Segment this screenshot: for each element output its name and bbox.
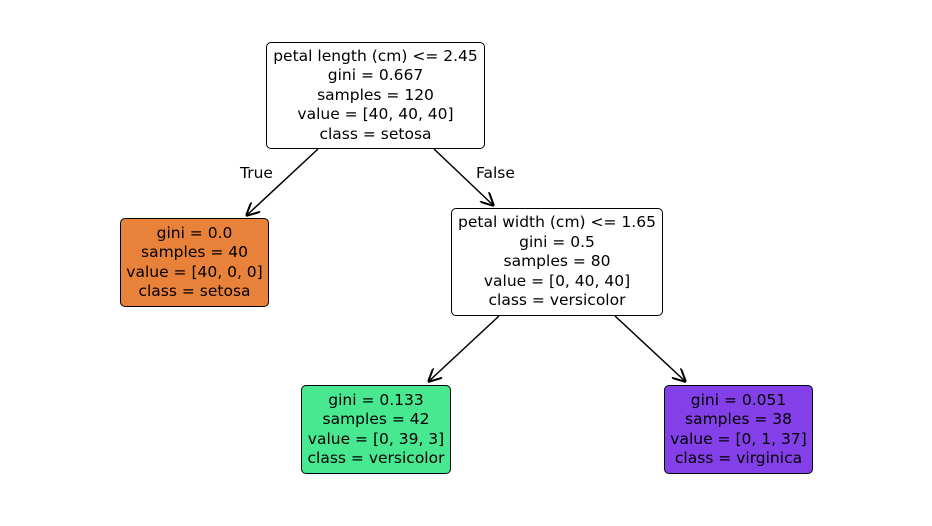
edge-label-true: True bbox=[240, 164, 273, 182]
node-value: value = [0, 39, 3] bbox=[307, 429, 445, 448]
tree-node-right-right-leaf: gini = 0.051 samples = 38 value = [0, 1,… bbox=[664, 385, 813, 474]
tree-node-root: petal length (cm) <= 2.45 gini = 0.667 s… bbox=[266, 42, 485, 149]
node-class: class = setosa bbox=[319, 124, 432, 143]
node-value: value = [40, 0, 0] bbox=[126, 262, 263, 281]
node-class: class = setosa bbox=[138, 282, 251, 300]
edge-root-to-right bbox=[433, 148, 494, 206]
edge-root-to-left bbox=[246, 148, 319, 216]
node-value: value = [40, 40, 40] bbox=[297, 105, 454, 124]
node-gini: gini = 0.051 bbox=[690, 390, 787, 409]
node-class: class = virginica bbox=[674, 449, 803, 467]
node-condition: petal width (cm) <= 1.65 bbox=[458, 213, 656, 232]
node-condition: petal length (cm) <= 2.45 bbox=[273, 46, 478, 65]
edge-right-to-right-left bbox=[428, 315, 500, 382]
edge-right-to-right-right bbox=[614, 315, 686, 382]
node-gini: gini = 0.667 bbox=[327, 66, 424, 85]
node-samples: samples = 80 bbox=[503, 252, 611, 271]
node-class: class = versicolor bbox=[488, 291, 626, 310]
node-gini: gini = 0.133 bbox=[328, 390, 424, 409]
node-value: value = [0, 40, 40] bbox=[483, 271, 631, 290]
tree-node-right-left-leaf: gini = 0.133 samples = 42 value = [0, 39… bbox=[301, 385, 451, 474]
node-samples: samples = 120 bbox=[317, 85, 434, 104]
tree-node-right: petal width (cm) <= 1.65 gini = 0.5 samp… bbox=[451, 208, 663, 316]
node-samples: samples = 38 bbox=[685, 410, 792, 428]
node-class: class = versicolor bbox=[307, 449, 445, 467]
tree-node-left-leaf: gini = 0.0 samples = 40 value = [40, 0, … bbox=[120, 218, 269, 307]
node-gini: gini = 0.0 bbox=[156, 223, 233, 242]
node-value: value = [0, 1, 37] bbox=[670, 429, 807, 448]
node-samples: samples = 42 bbox=[322, 410, 430, 428]
node-gini: gini = 0.5 bbox=[519, 232, 595, 251]
node-samples: samples = 40 bbox=[141, 243, 248, 261]
edge-label-false: False bbox=[476, 164, 515, 182]
